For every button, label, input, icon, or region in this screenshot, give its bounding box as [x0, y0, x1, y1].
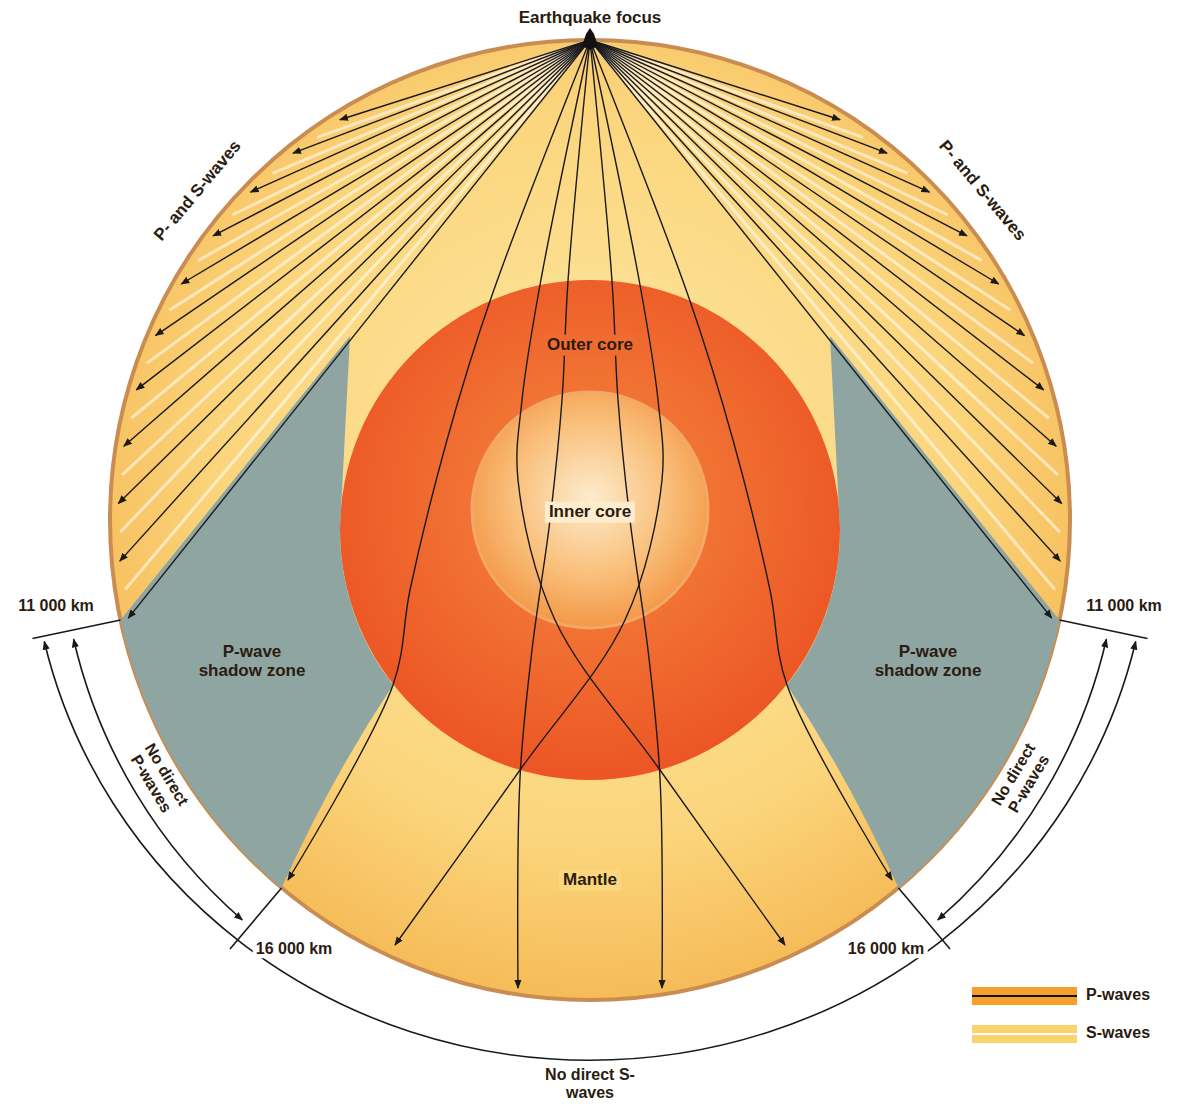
p-wave-ray — [395, 40, 663, 945]
legend-line — [972, 1033, 1077, 1035]
distance-label: 16 000 km — [253, 940, 336, 958]
s-wave-ray — [122, 40, 590, 475]
s-wave-ray — [147, 40, 590, 363]
legend-entry: S-waves — [972, 1024, 1172, 1044]
range-arc — [938, 639, 1107, 920]
distance-label: 11 000 km — [15, 597, 97, 615]
inner-core-label: Inner core — [545, 502, 635, 523]
p-wave-ray — [340, 40, 590, 120]
focus-label: Earthquake focus — [516, 9, 665, 28]
p-wave-ray — [590, 40, 892, 880]
s-wave-ray — [590, 40, 1055, 589]
p-wave-ray — [181, 40, 590, 284]
p-wave-ray — [518, 40, 590, 988]
s-wave-ray — [272, 40, 590, 173]
legend-label: P-waves — [1086, 986, 1150, 1004]
p-wave-ray — [156, 40, 590, 336]
distance-tick — [1060, 620, 1148, 639]
legend-label: S-waves — [1086, 1024, 1150, 1042]
p-wave-rays — [118, 40, 1061, 988]
legend-line — [972, 995, 1077, 997]
p-wave-ray — [590, 40, 1060, 561]
s-wave-ray — [590, 40, 1011, 310]
s-wave-ray — [590, 40, 908, 173]
zone-note: No direct S-waves — [537, 1066, 643, 1101]
shadow-zone-label: P-wave shadow zone — [867, 642, 989, 681]
s-wave-ray — [120, 40, 590, 532]
p-wave-ray — [120, 40, 590, 561]
shadow-zone-fill — [121, 336, 394, 888]
inner-core-fill — [472, 392, 708, 628]
distance-tick — [899, 888, 951, 949]
range-arc — [74, 639, 243, 920]
p-wave-ray — [590, 40, 1024, 336]
s-wave-ray — [233, 40, 590, 215]
shadow-zone-label: P-wave shadow zone — [191, 642, 313, 681]
p-wave-ray — [590, 40, 967, 236]
distance-label: 16 000 km — [845, 940, 928, 958]
p-wave-ray — [124, 40, 590, 446]
p-wave-ray — [590, 40, 930, 192]
p-wave-ray — [590, 40, 1052, 618]
p-wave-ray — [590, 40, 1062, 504]
legend-swatch — [972, 1025, 1077, 1043]
p-wave-ray — [590, 40, 1044, 390]
s-wave-ray — [125, 40, 590, 589]
s-wave-ray — [169, 40, 590, 310]
p-wave-ray — [136, 40, 590, 390]
focus-point — [582, 28, 598, 50]
s-wave-ray — [590, 40, 1060, 532]
mantle-layer-label: Mantle — [559, 870, 621, 891]
p-wave-ray — [118, 40, 590, 504]
s-wave-ray — [198, 40, 590, 261]
p-wave-ray — [250, 40, 590, 192]
p-wave-ray — [288, 40, 590, 880]
distance-tick — [33, 620, 121, 639]
mantle-layer: Inner core Outer coreP-wave shadow zone P-… — [108, 38, 1072, 1002]
p-wave-ray — [128, 40, 590, 618]
inner-core: Inner core — [472, 392, 708, 628]
distance-label: 11 000 km — [1083, 597, 1165, 615]
s-wave-ray — [590, 40, 1049, 418]
s-wave-ray — [590, 40, 982, 261]
outer-core-label: Outer core — [543, 335, 637, 356]
p-wave-ray — [590, 40, 999, 284]
outer-core-fill — [340, 280, 840, 780]
p-wave-ray — [590, 40, 887, 153]
legend-entry: P-waves — [972, 986, 1172, 1006]
p-wave-ray — [590, 40, 662, 988]
s-wave-ray — [590, 40, 947, 215]
p-wave-ray — [590, 40, 1056, 446]
s-wave-ray — [590, 40, 863, 137]
s-wave-stripes — [120, 40, 1060, 589]
outer-core: Inner core Outer core — [340, 280, 840, 780]
distance-tick — [230, 888, 282, 949]
s-wave-ray — [590, 40, 1058, 475]
p-wave-ray — [213, 40, 590, 236]
s-wave-ray — [317, 40, 590, 137]
s-wave-ray — [590, 40, 1033, 363]
s-wave-ray — [131, 40, 590, 418]
p-wave-ray — [293, 40, 590, 153]
p-wave-ray — [590, 40, 840, 120]
legend-swatch — [972, 987, 1077, 1005]
range-arc — [44, 642, 1135, 1061]
p-wave-ray — [517, 40, 785, 945]
mantle-layer-fill — [110, 40, 1070, 1000]
shadow-zone-fill — [787, 336, 1060, 888]
